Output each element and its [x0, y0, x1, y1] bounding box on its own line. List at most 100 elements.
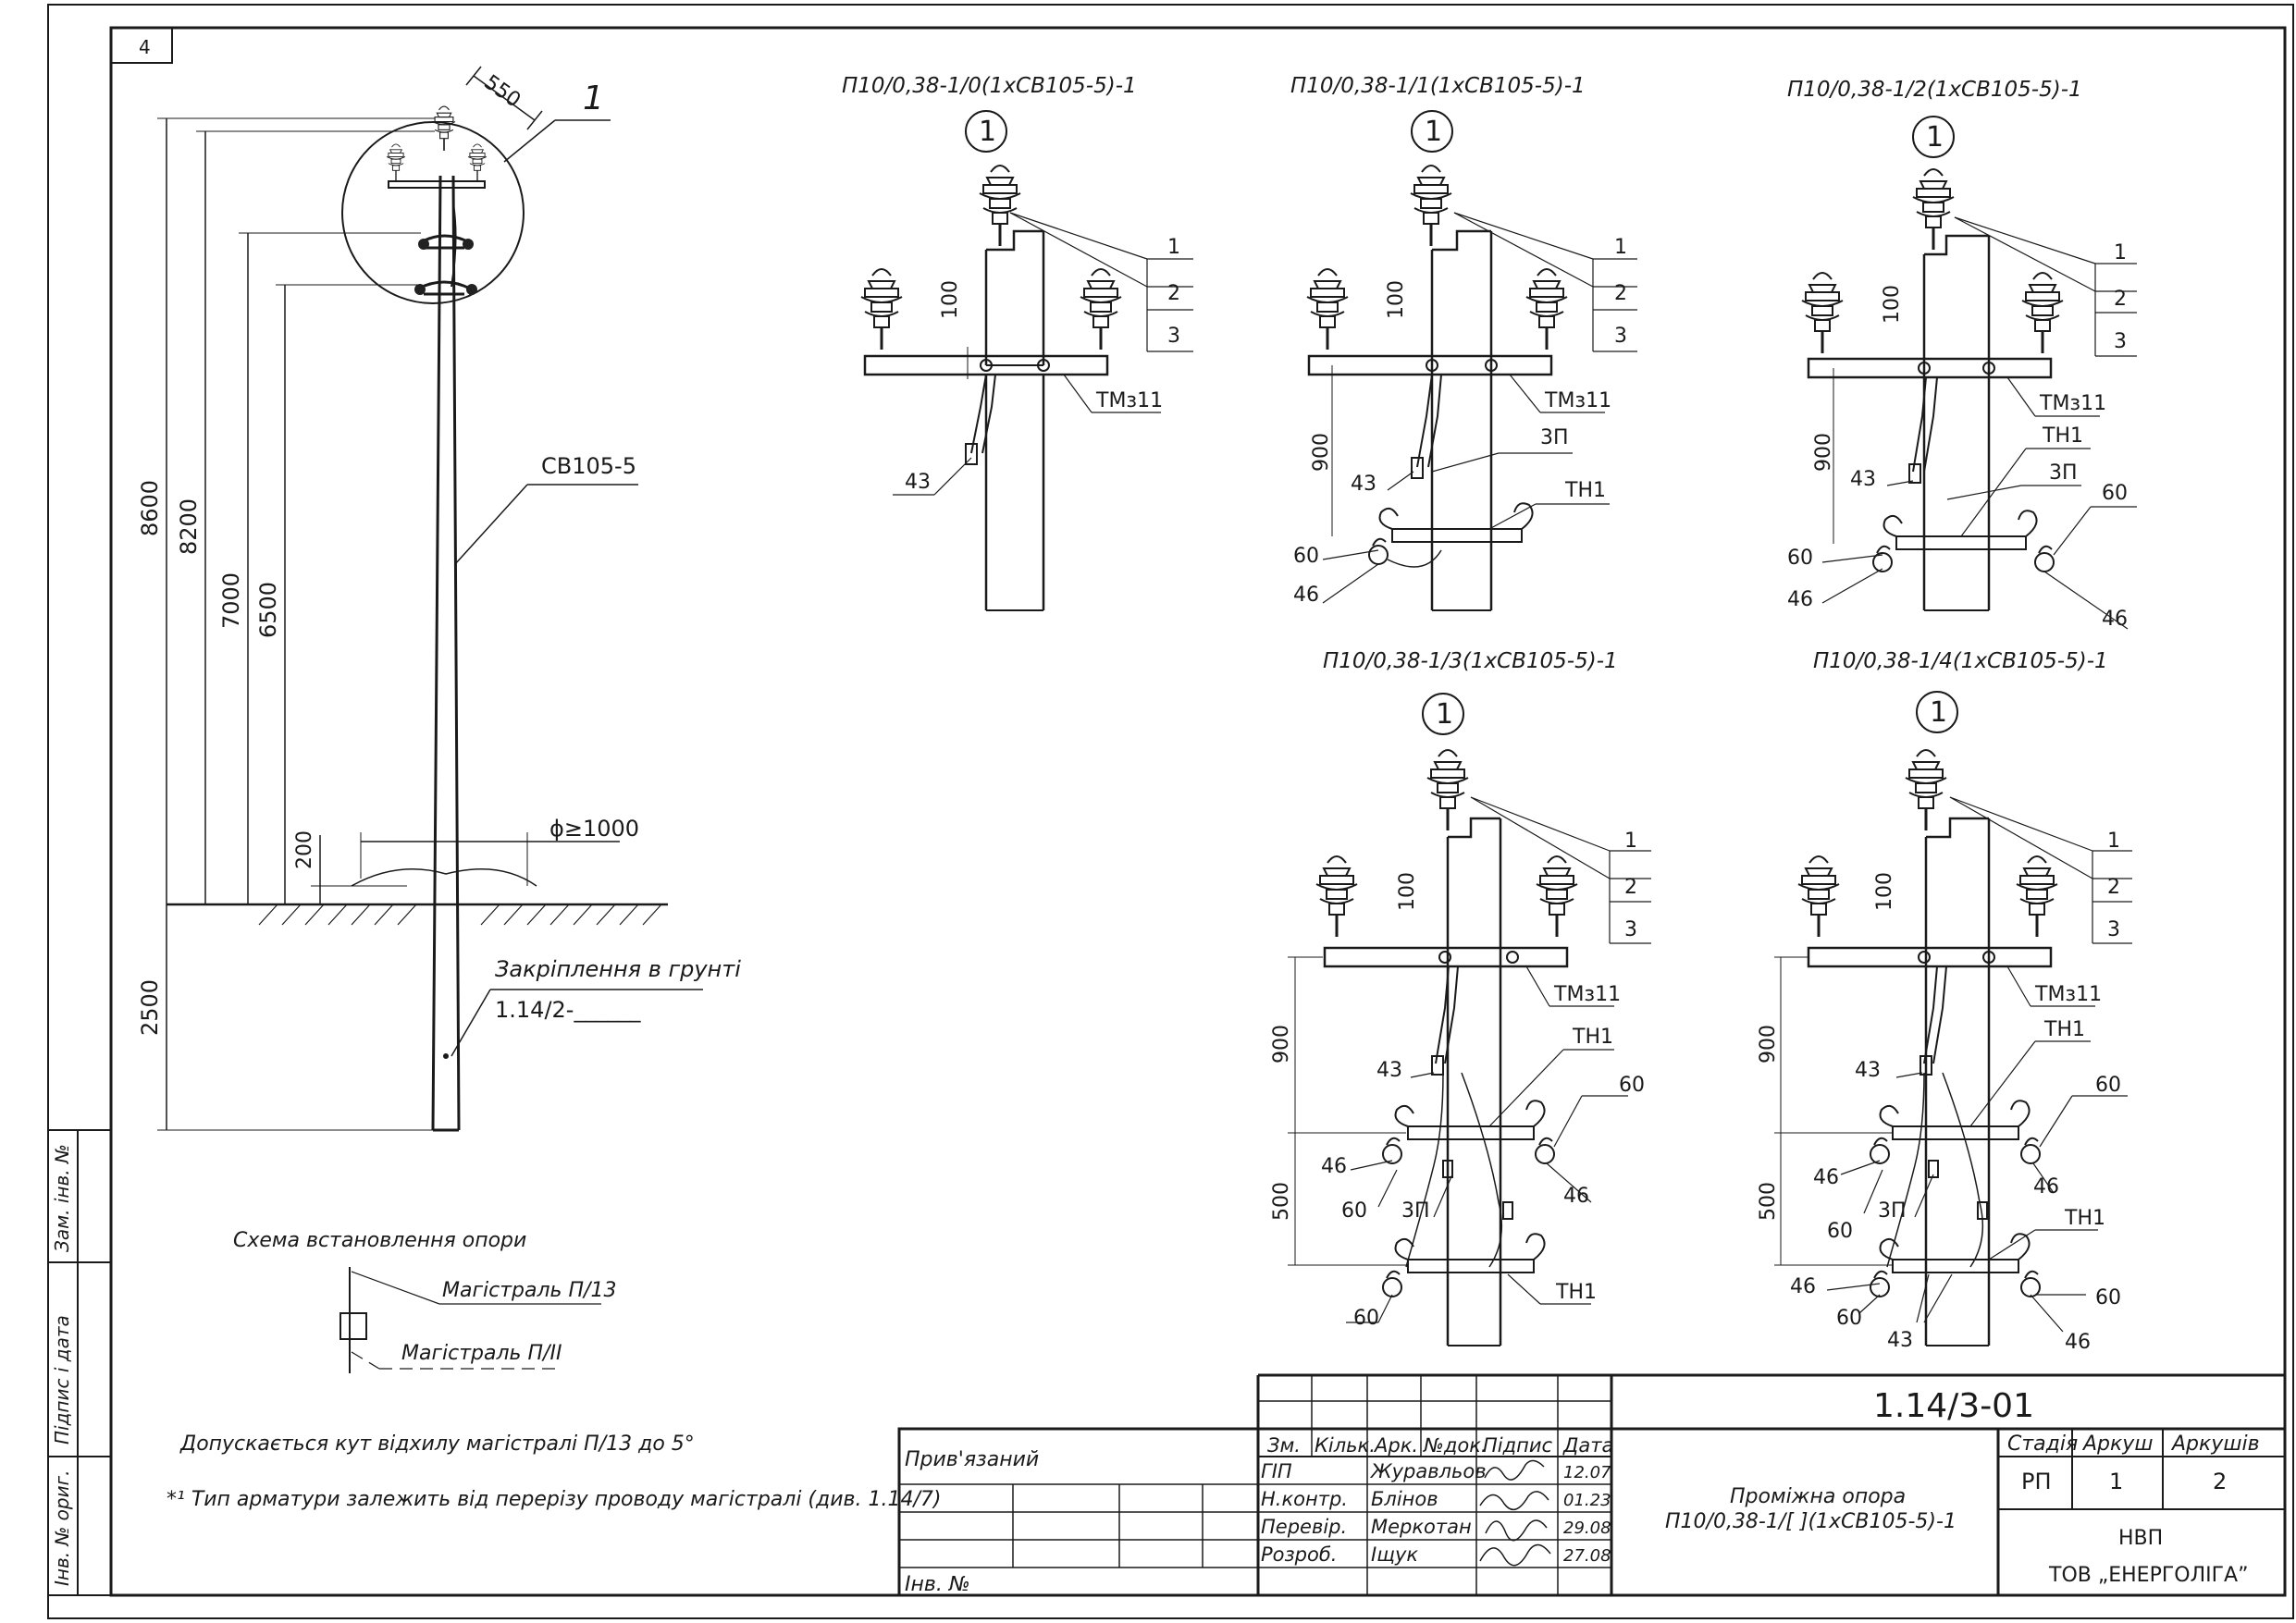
- ground-fixing-label: Закріплення в грунті: [495, 956, 741, 982]
- variant-3-circle: 1: [1436, 698, 1453, 731]
- variant-4-dim-900: 900: [1757, 1025, 1780, 1064]
- variant-4-label-60-left: 60: [1827, 1220, 1853, 1243]
- variant-1-callout-3: 3: [1614, 325, 1627, 348]
- stamp-header-signature: Підпис: [1483, 1434, 1553, 1457]
- variant-3-label-60-right: 60: [1619, 1074, 1645, 1097]
- stamp-row-name-3: Іщук: [1371, 1543, 1418, 1566]
- variant-2-callout-3: 3: [2114, 330, 2127, 353]
- variant-1-label-43: 43: [1351, 473, 1376, 496]
- variant-2-circle: 1: [1926, 121, 1944, 154]
- stamp-row-role-2: Перевір.: [1261, 1516, 1347, 1538]
- variant-3-label-60-left: 60: [1341, 1199, 1367, 1223]
- variant-0-callout-2: 2: [1167, 282, 1180, 305]
- side-stamp-replace-inv: Зам. інв. №: [51, 1144, 73, 1252]
- variant-2-label-60-left: 60: [1787, 547, 1813, 570]
- pole-label: СВ105-5: [541, 453, 636, 479]
- variant-0-title: П10/0,38-1/0(1хСВ105-5)-1: [842, 74, 1137, 98]
- dim-550: 550: [479, 71, 525, 113]
- scheme-title: Схема встановлення опори: [233, 1229, 526, 1252]
- stamp-stage-value: РП: [2021, 1469, 2052, 1494]
- variant-2-label-3p: 3П: [2049, 461, 2078, 485]
- variant-4-label-46-right: 46: [2033, 1175, 2059, 1199]
- variant-3: П10/0,38-1/3(1хСВ105-5)-1 1 900 500 100: [1270, 649, 1651, 1346]
- variant-3-label-46-right: 46: [1563, 1185, 1589, 1208]
- variant-2-title: П10/0,38-1/2(1хСВ105-5)-1: [1787, 78, 2082, 102]
- dim-8600: 8600: [137, 480, 163, 536]
- variant-2-label-60-right: 60: [2102, 482, 2128, 505]
- stamp-row-date-0: 12.07: [1563, 1463, 1611, 1482]
- dim-200: 200: [293, 830, 316, 869]
- variant-2-label-46-left: 46: [1787, 588, 1813, 611]
- signature-2: [1485, 1519, 1548, 1542]
- variant-4-label-3p: 3П: [1878, 1199, 1907, 1223]
- variant-4-label-46-bottom-left: 46: [1790, 1275, 1816, 1298]
- title-block: Прив'язаний Інв. № Зм. Кільк. Арк. №док.…: [897, 1373, 2287, 1597]
- stamp-sheet-value: 1: [2109, 1469, 2123, 1494]
- stamp-code: 1.14/3-01: [1873, 1387, 2034, 1425]
- stamp-header-change: Зм.: [1267, 1434, 1301, 1457]
- variant-3-label-43: 43: [1376, 1059, 1402, 1082]
- variant-4-title: П10/0,38-1/4(1хСВ105-5)-1: [1813, 649, 2108, 673]
- variant-2-label-tmz11: ТМз11: [2039, 392, 2106, 415]
- variant-1-dim-900: 900: [1310, 433, 1333, 472]
- variant-4-callout-2: 2: [2107, 876, 2120, 899]
- variant-3-callout-1: 1: [1624, 830, 1637, 853]
- variant-4-label-tmz11: ТМз11: [2034, 983, 2102, 1006]
- stamp-row-role-3: Розроб.: [1261, 1543, 1337, 1566]
- variant-3-label-tmz11: ТМз11: [1553, 983, 1621, 1006]
- variant-1-callout-1: 1: [1614, 236, 1627, 259]
- dim-6500: 6500: [255, 582, 281, 638]
- variant-4-label-46-bottom-right: 46: [2065, 1331, 2091, 1354]
- variant-2-label-46-right: 46: [2102, 608, 2128, 631]
- main-callout-number: 1: [583, 80, 604, 117]
- stamp-row-date-3: 27.08: [1563, 1546, 1611, 1566]
- variant-3-callout-3: 3: [1624, 918, 1637, 941]
- variant-2-dim-900: 900: [1812, 433, 1835, 472]
- stamp-org-2: ТОВ „ЕНЕРГОЛІГА”: [2048, 1564, 2248, 1587]
- ground-fixing-ref: 1.14/2-______: [495, 997, 641, 1023]
- side-stamp: Зам. інв. № Підпис і дата Інв. № ориг.: [47, 1129, 112, 1596]
- dim-2500: 2500: [137, 979, 163, 1036]
- stamp-org-1: НВП: [2118, 1527, 2163, 1550]
- stamp-header-date: Дата: [1562, 1434, 1613, 1457]
- variant-3-dim-100: 100: [1396, 872, 1419, 911]
- variant-0-label-43: 43: [905, 471, 931, 494]
- sheet-corner-box: [110, 27, 173, 64]
- signature-0: [1484, 1459, 1545, 1481]
- stamp-row-name-1: Блінов: [1371, 1488, 1438, 1510]
- main-pole: [431, 175, 461, 1131]
- side-stamp-signature-date: Підпис і дата: [51, 1315, 73, 1445]
- variant-2-callout-2: 2: [2114, 288, 2127, 311]
- variant-4-circle: 1: [1930, 696, 1947, 729]
- detail-callout-circle: [341, 121, 525, 304]
- variant-0: П10/0,38-1/0(1хСВ105-5)-1 1 100 1 2 3 ТМ…: [842, 74, 1193, 611]
- variant-0-circle: 1: [979, 116, 996, 148]
- variant-2-dim-100: 100: [1881, 285, 1904, 324]
- variant-4-label-46-left: 46: [1813, 1166, 1839, 1189]
- variant-0-callout-1: 1: [1167, 236, 1180, 259]
- variant-1-label-tn1: ТН1: [1564, 479, 1606, 502]
- signature-1: [1479, 1491, 1549, 1511]
- signature-3: [1479, 1543, 1551, 1567]
- note-1: Допускається кут відхилу магістралі П/13…: [179, 1432, 695, 1456]
- variant-1-label-46: 46: [1293, 584, 1319, 607]
- variant-1: П10/0,38-1/1(1хСВ105-5)-1 1 900 100 1 2 …: [1290, 74, 1637, 611]
- variant-0-label-tmz11: ТМз11: [1095, 389, 1163, 412]
- variant-4-label-43-bottom: 43: [1887, 1329, 1913, 1352]
- side-stamp-orig-inv: Інв. № ориг.: [51, 1470, 73, 1586]
- stamp-attached-label: Прив'язаний: [905, 1448, 1039, 1471]
- stamp-description-1: Проміжна опора: [1730, 1485, 1906, 1508]
- variant-3-label-60-bottom: 60: [1353, 1307, 1379, 1330]
- stamp-sheets-header: Аркушів: [2170, 1432, 2260, 1456]
- outer-frame: [47, 4, 2294, 1619]
- stamp-header-sheet: Арк.: [1373, 1434, 1418, 1457]
- variant-4-callout-3: 3: [2107, 918, 2120, 941]
- variant-1-callout-2: 2: [1614, 282, 1627, 305]
- variant-1-label-3p: 3П: [1540, 426, 1569, 449]
- stamp-row-role-0: ГІП: [1261, 1460, 1292, 1482]
- variant-1-dim-100: 100: [1385, 280, 1408, 319]
- variant-4-callout-1: 1: [2107, 830, 2120, 853]
- variant-3-label-3p: 3П: [1401, 1199, 1430, 1223]
- variant-1-circle: 1: [1425, 116, 1442, 148]
- variant-3-dim-500: 500: [1270, 1182, 1293, 1221]
